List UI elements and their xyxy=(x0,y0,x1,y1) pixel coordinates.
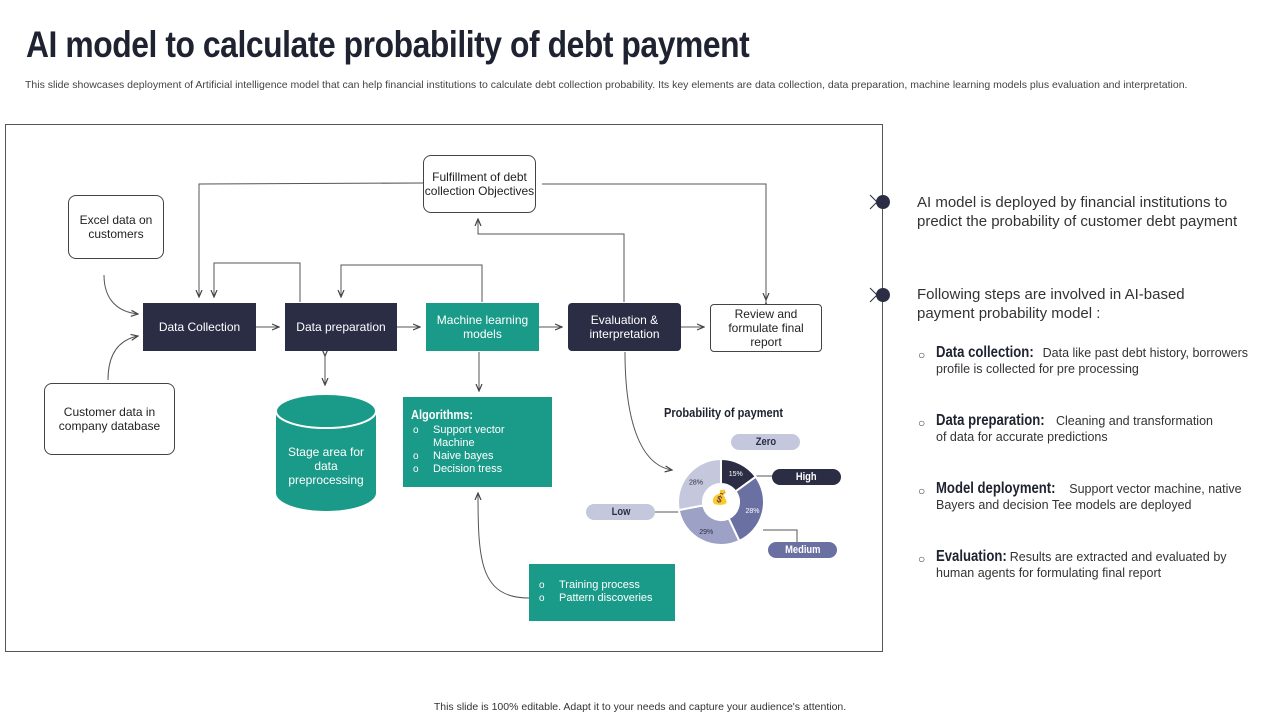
fulfillment-objectives-box: Fulfillment of debt collection Objective… xyxy=(423,155,536,213)
pill-high: High xyxy=(772,469,841,485)
right-point-deployed: AI model is deployed by financial instit… xyxy=(917,194,1238,230)
training-item: Pattern discoveries xyxy=(539,592,669,605)
diagram-frame xyxy=(5,124,883,652)
donut-slice-medium xyxy=(727,475,765,543)
donut-label-low: 29% xyxy=(699,529,713,536)
right-point-steps: Following steps are involved in AI-based… xyxy=(917,286,1185,322)
algorithm-item: Decision tress xyxy=(413,463,548,476)
donut-slice-zero xyxy=(677,457,722,512)
step-data-collection: Data collection: Data like past debt his… xyxy=(936,344,1249,377)
algorithm-item: Naive bayes xyxy=(413,450,548,463)
excel-data-box: Excel data on customers xyxy=(68,195,164,259)
bullet-dot-icon xyxy=(869,287,890,303)
training-box: Training process Pattern discoveries xyxy=(529,564,675,621)
circle-bullet-icon: ○ xyxy=(918,348,926,362)
donut-label-medium: 28% xyxy=(745,508,759,515)
circle-bullet-icon: ○ xyxy=(918,484,926,498)
review-report-box: Review and formulate final report xyxy=(710,304,822,352)
algorithm-item: Support vector Machine xyxy=(413,424,548,450)
money-bag-icon: 💰 xyxy=(711,489,729,505)
data-collection-box: Data Collection xyxy=(143,303,256,351)
stage-area-label: Stage area for data preprocessing xyxy=(287,445,365,487)
stage-area-cylinder xyxy=(275,393,377,511)
pill-medium: Medium xyxy=(768,542,837,558)
donut-label-high: 15% xyxy=(729,471,743,478)
step-data-preparation: Data preparation: Cleaning and transform… xyxy=(936,412,1213,445)
customer-database-box: Customer data in company database xyxy=(44,383,175,455)
probability-title: Probability of payment xyxy=(664,405,784,420)
circle-bullet-icon: ○ xyxy=(918,552,926,566)
bullet-dot-icon xyxy=(869,194,890,210)
algorithms-title: Algorithms: xyxy=(411,407,474,422)
footer-note: This slide is 100% editable. Adapt it to… xyxy=(433,701,847,713)
slide-subtitle: This slide showcases deployment of Artif… xyxy=(25,79,1188,91)
probability-donut: 15% 28% 29% 28% xyxy=(677,457,765,546)
pill-zero: Zero xyxy=(731,434,800,450)
step-model-deployment: Model deployment: Support vector machine… xyxy=(936,480,1242,513)
evaluation-box: Evaluation & interpretation xyxy=(568,303,681,351)
donut-slice-low xyxy=(677,504,741,546)
pill-low: Low xyxy=(586,504,655,520)
step-evaluation: Evaluation: Results are extracted and ev… xyxy=(936,548,1227,581)
training-item: Training process xyxy=(539,579,669,592)
donut-label-zero: 28% xyxy=(689,479,703,486)
data-preparation-box: Data preparation xyxy=(285,303,397,351)
circle-bullet-icon: ○ xyxy=(918,416,926,430)
donut-center xyxy=(704,485,738,519)
algorithms-box: Algorithms: Support vector Machine Naive… xyxy=(403,397,552,487)
machine-learning-box: Machine learning models xyxy=(426,303,539,351)
slide-title: AI model to calculate probability of deb… xyxy=(26,24,750,65)
